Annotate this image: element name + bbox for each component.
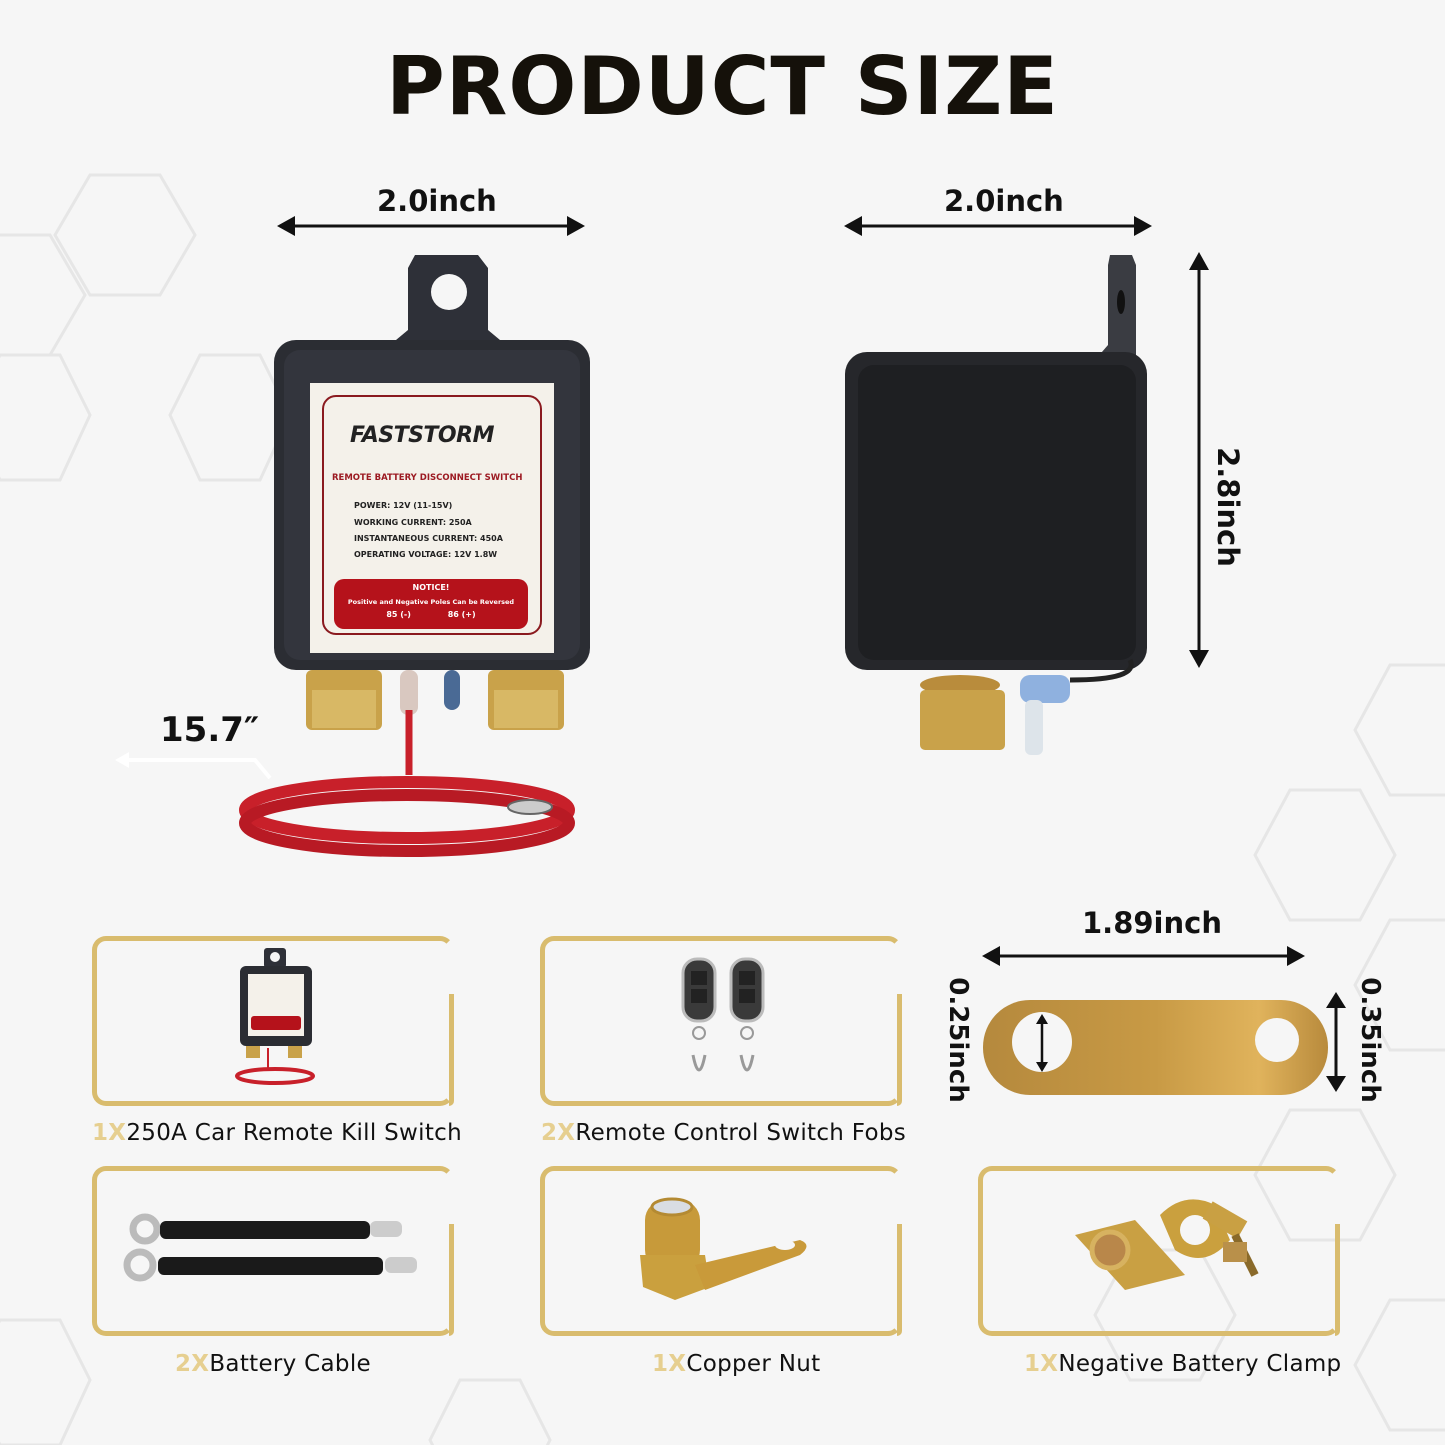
item-caption-battery-cable: 2XBattery Cable (175, 1351, 371, 1377)
notice-text: Positive and Negative Poles Can be Rever… (347, 598, 515, 606)
item-card-battery-clamp (978, 1166, 1340, 1336)
remote-fobs-thumbnail (681, 957, 765, 1072)
spec-operating-voltage: OPERATING VOLTAGE: 12V 1.8W (354, 550, 498, 559)
terminal-85-label: 85 (-) (386, 610, 411, 619)
brand-logo: FASTSTORM (350, 423, 494, 448)
plate-width-arrow (1326, 992, 1346, 1092)
side-width-arrow (844, 216, 1152, 236)
product-label-sticker: FASTSTORM REMOTE BATTERY DISCONNECT SWIT… (310, 383, 554, 653)
plate-width-label: 0.35inch (1355, 977, 1385, 1103)
notice-box: NOTICE! Positive and Negative Poles Can … (334, 579, 528, 629)
page-title: PRODUCT SIZE (386, 40, 1059, 133)
plate-hole-label: 0.25inch (943, 977, 973, 1103)
kill-switch-thumbnail (235, 948, 315, 1085)
label-product-name: REMOTE BATTERY DISCONNECT SWITCH (332, 473, 523, 483)
item-caption-battery-clamp: 1XNegative Battery Clamp (1024, 1351, 1342, 1377)
copper-nut-thumbnail (640, 1197, 807, 1300)
front-width-arrow (277, 216, 585, 236)
item-caption-copper-nut: 1XCopper Nut (652, 1351, 821, 1377)
item-card-battery-cable (92, 1166, 454, 1336)
item-card-kill-switch (92, 936, 454, 1106)
side-width-label: 2.0inch (944, 184, 1064, 218)
front-width-label: 2.0inch (377, 184, 497, 218)
side-height-label: 2.8inch (1211, 447, 1245, 567)
battery-clamp-thumbnail (1075, 1199, 1259, 1290)
cable-length-label: 15.7″ (160, 710, 260, 750)
plate-length-arrow (982, 946, 1305, 966)
item-caption-kill-switch: 1X250A Car Remote Kill Switch (92, 1120, 462, 1146)
terminal-86-label: 86 (+) (447, 610, 476, 619)
item-card-remote-fobs (540, 936, 902, 1106)
item-card-copper-nut (540, 1166, 902, 1336)
red-control-cable (239, 776, 575, 857)
kill-switch-side-image (845, 255, 1147, 755)
side-height-arrow (1189, 252, 1209, 668)
item-caption-remote-fobs: 2XRemote Control Switch Fobs (541, 1120, 907, 1146)
plate-length-label: 1.89inch (1082, 906, 1222, 940)
cable-length-pointer (115, 752, 272, 780)
spec-working-current: WORKING CURRENT: 250A (354, 518, 472, 527)
spec-instantaneous-current: INSTANTANEOUS CURRENT: 450A (354, 534, 503, 543)
spec-power: POWER: 12V (11-15V) (354, 501, 453, 510)
battery-cables-thumbnail (123, 1213, 417, 1282)
notice-title: NOTICE! (412, 583, 450, 592)
copper-plate-image (983, 1000, 1328, 1095)
